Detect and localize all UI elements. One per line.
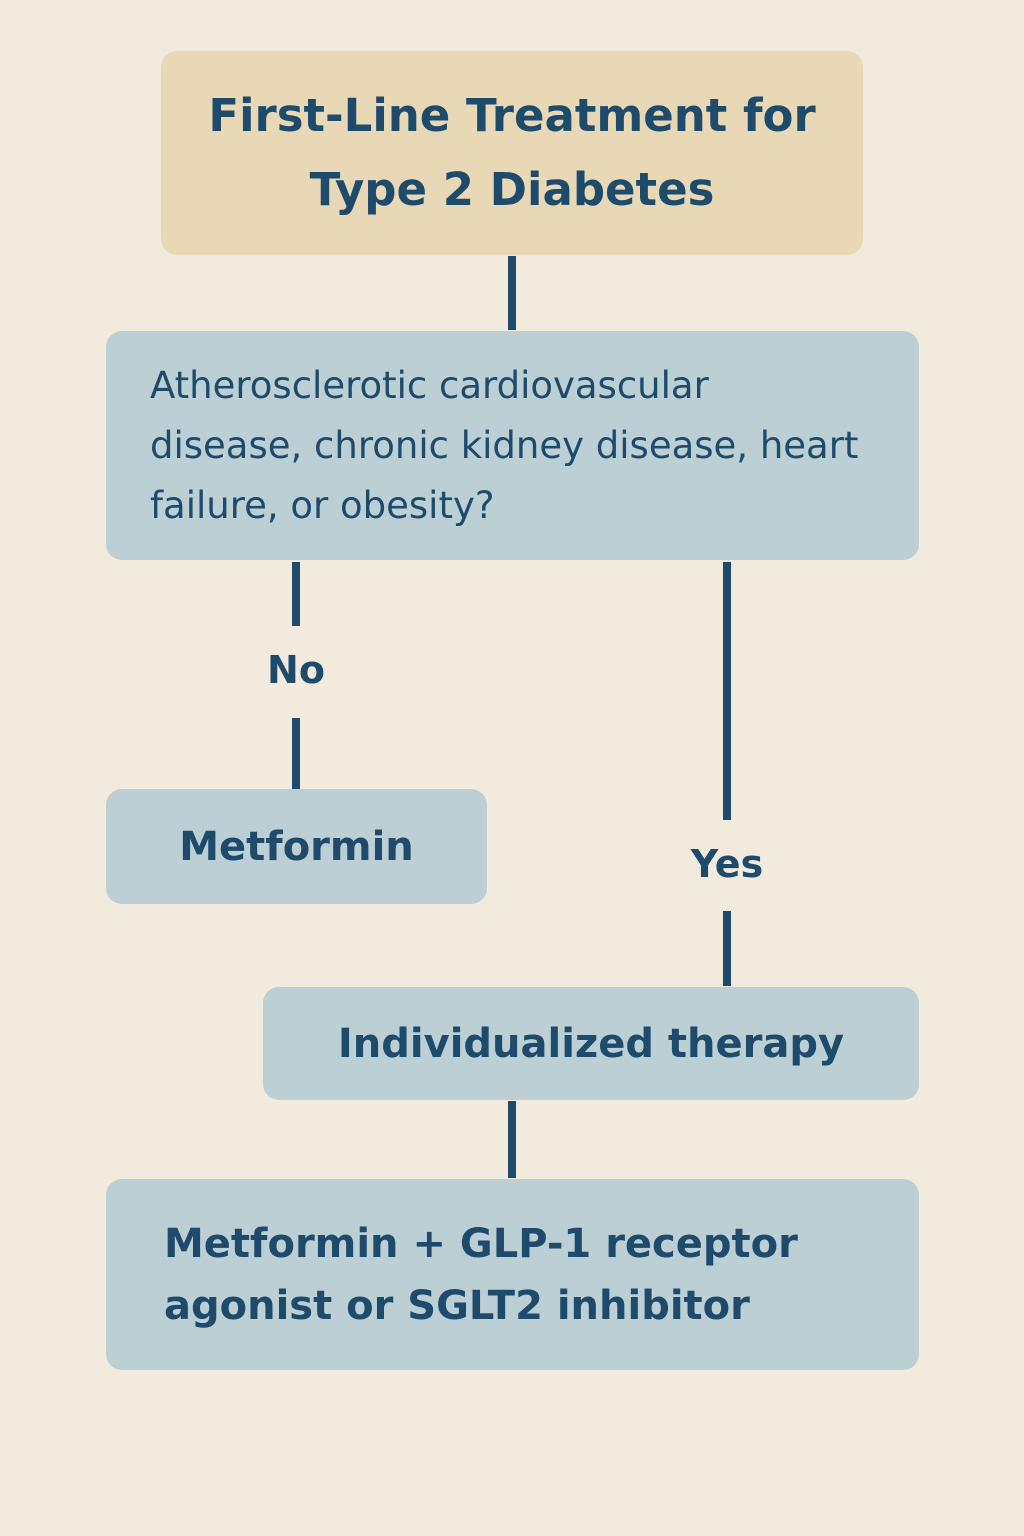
branch-label-yes: Yes [690, 842, 764, 886]
final-outcome-label: Metformin + GLP-1 receptor agonist or SG… [164, 1220, 798, 1329]
diagram-title: First-Line Treatment for Type 2 Diabetes [208, 89, 816, 216]
decision-question: Atherosclerotic cardiovascular disease, … [150, 363, 859, 527]
no-outcome-box: Metformin [106, 789, 487, 904]
final-outcome-box: Metformin + GLP-1 receptor agonist or SG… [106, 1179, 919, 1370]
yes-outcome-box: Individualized therapy [263, 987, 919, 1100]
decision-question-box: Atherosclerotic cardiovascular disease, … [106, 331, 919, 560]
no-outcome-label: Metformin [179, 823, 414, 870]
title-box: First-Line Treatment for Type 2 Diabetes [161, 51, 863, 255]
branch-label-no: No [267, 648, 325, 692]
yes-outcome-label: Individualized therapy [337, 1020, 845, 1067]
